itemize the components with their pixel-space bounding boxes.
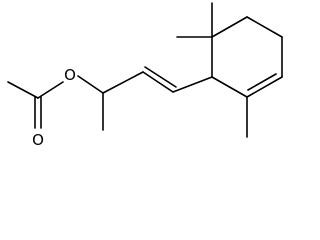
bond-ring-c5-c6-inner [247,73,277,91]
bond-ring-c3-c4 [246,16,283,38]
ester-oxygen-label: O [64,66,76,84]
bond-ring-c5-c6 [246,76,283,98]
structural-formula: O O [7,2,283,147]
atom-labels: O O [32,66,76,147]
bond-ch-to-vinyl [102,71,144,94]
bond-vinyl-to-ring [172,76,213,93]
bond-vinyl-double-b [144,66,177,88]
bond-vinyl-double-a [142,71,174,93]
bond-carbonyl-to-ester-o [37,81,64,99]
bond-ring-c6-c1 [211,76,248,98]
carbonyl-oxygen-label: O [32,131,44,147]
bond-lines [7,2,283,138]
bond-ring-c2-c3 [211,16,248,38]
bond-ester-o-to-ch [77,75,104,94]
bond-acetyl-methyl [7,81,39,99]
